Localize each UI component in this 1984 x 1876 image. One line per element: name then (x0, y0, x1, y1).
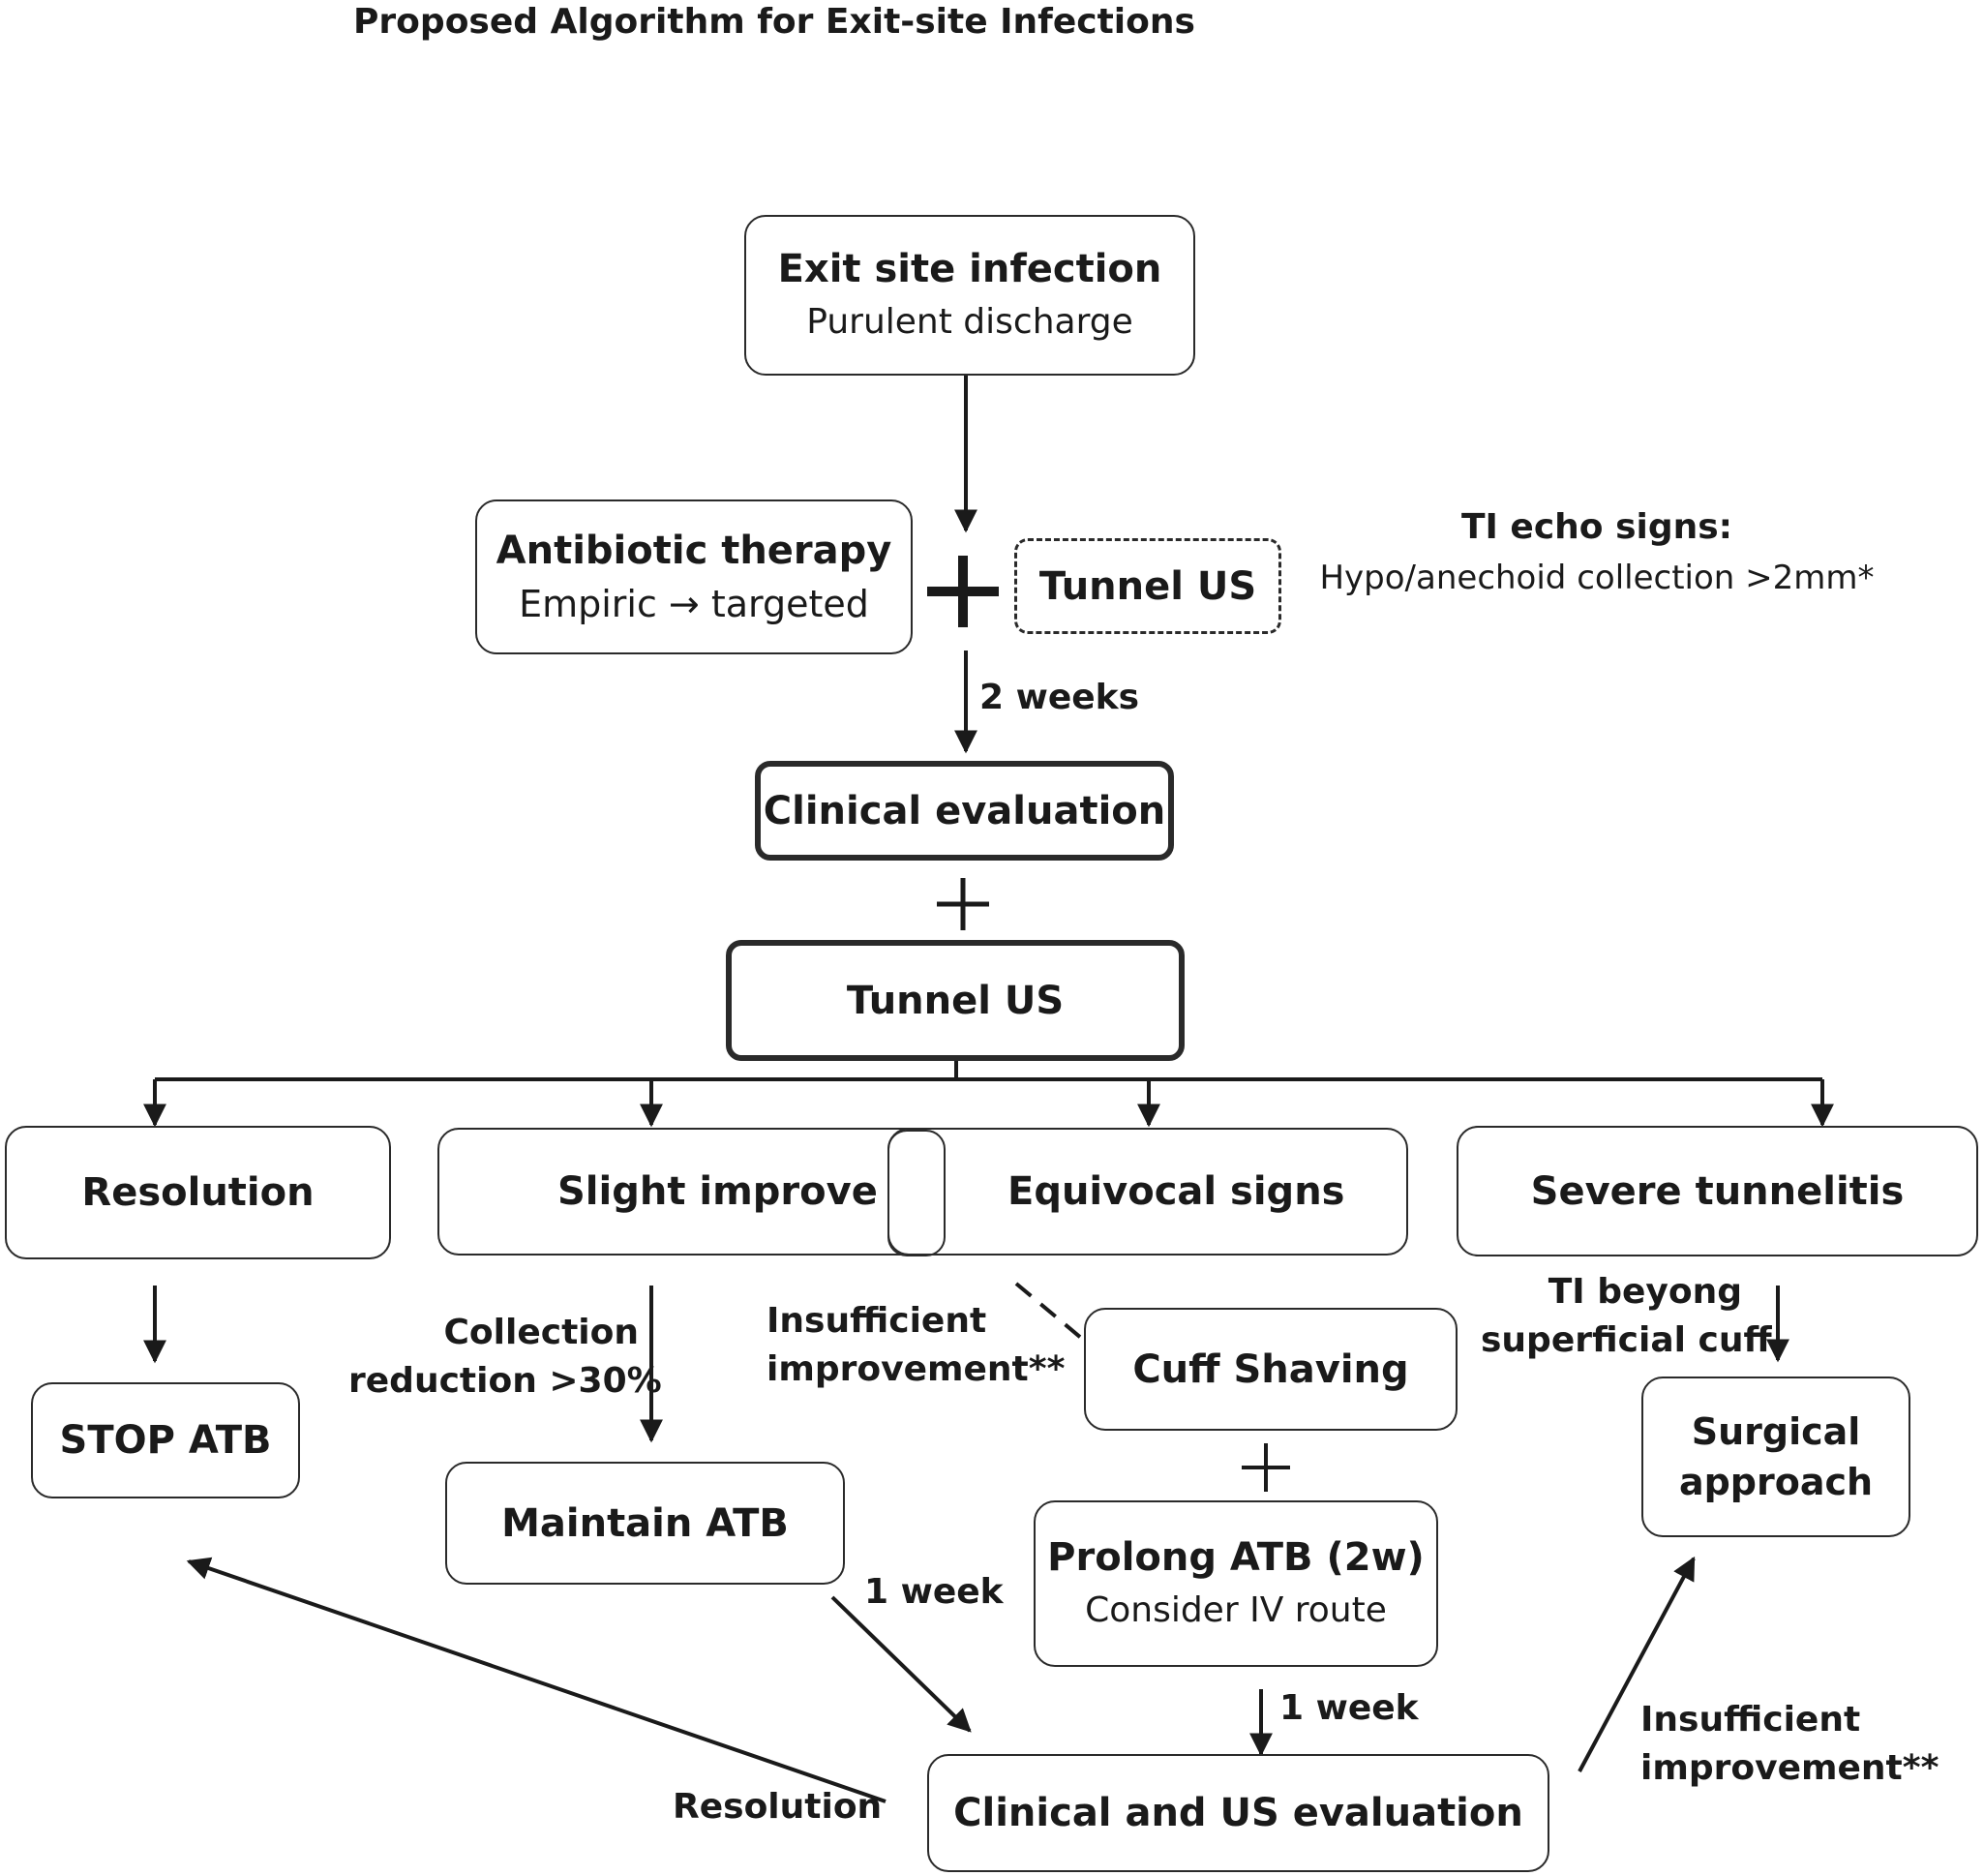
arrow-clinical-us-to-surgical (1578, 1556, 1696, 1772)
edge-label-insufficient-improvement: Insufficient improvement** (767, 1297, 1065, 1394)
node-antibiotic-therapy: Antibiotic therapy Empiric → targeted (475, 499, 913, 654)
node-title: STOP ATB (59, 1418, 272, 1463)
edge-label-ti-beyond-cuff: TI beyong superficial cuff (1481, 1268, 1772, 1365)
node-clinical-us-evaluation: Clinical and US evaluation (927, 1754, 1549, 1872)
node-prolong-atb: Prolong ATB (2w) Consider IV route (1034, 1500, 1438, 1667)
note-title: TI echo signs: (1460, 507, 1733, 547)
node-title: Prolong ATB (2w) (1047, 1535, 1425, 1580)
arrow-clinical-us-to-stop (186, 1557, 887, 1803)
node-title: Clinical evaluation (763, 788, 1166, 833)
node-title: Cuff Shaving (1132, 1346, 1409, 1392)
arrow-maintain-to-clinical-us (830, 1595, 972, 1733)
node-title: Clinical and US evaluation (953, 1791, 1523, 1835)
node-cuff-shaving: Cuff Shaving (1084, 1308, 1458, 1431)
node-title: Maintain ATB (501, 1500, 789, 1546)
node-maintain-atb: Maintain ATB (445, 1462, 845, 1585)
edge-label-1-week-prolong: 1 week (1279, 1688, 1419, 1728)
node-title: Antibiotic therapy (496, 529, 892, 573)
node-tunnel-us: Tunnel US (726, 940, 1185, 1061)
node-title: Equivocal signs (1007, 1169, 1345, 1214)
node-slight-improve: Slight improve (437, 1128, 946, 1256)
edge-label-collection: Collection reduction >30% (348, 1309, 662, 1406)
node-title: Resolution (81, 1170, 315, 1215)
node-severe-tunnelitis: Severe tunnelitis (1457, 1126, 1978, 1256)
label-line: Collection (443, 1313, 640, 1352)
edge-label-insufficient-improvement-2: Insufficient improvement** (1640, 1696, 1939, 1793)
node-subtitle: Consider IV route (1085, 1590, 1387, 1630)
label-line: improvement** (767, 1349, 1066, 1389)
ti-echo-signs-note: TI echo signs: Hypo/anechoid collection … (1297, 499, 1897, 600)
node-subtitle: Purulent discharge (806, 302, 1133, 342)
node-equivocal-signs: Equivocal signs (887, 1128, 1408, 1256)
node-tunnel-us-optional: Tunnel US (1014, 538, 1281, 634)
label-line: Insufficient (1640, 1700, 1861, 1740)
node-title-line2: approach (1678, 1461, 1874, 1503)
node-title-line1: Surgical (1691, 1410, 1861, 1453)
node-surgical-approach: Surgical approach (1641, 1377, 1910, 1537)
arrow-equivocal-to-cuff (1014, 1282, 1125, 1375)
note-text: Hypo/anechoid collection >2mm* (1319, 559, 1875, 597)
node-exit-site-infection: Exit site infection Purulent discharge (744, 215, 1195, 376)
diagram-title: Proposed Algorithm for Exit-site Infecti… (353, 2, 1195, 42)
edge-label-resolution: Resolution (673, 1787, 883, 1827)
node-resolution: Resolution (5, 1126, 391, 1259)
node-subtitle: Empiric → targeted (519, 583, 869, 625)
node-title: Tunnel US (846, 978, 1065, 1023)
label-line: reduction >30% (348, 1361, 662, 1401)
label-line: TI beyong (1548, 1272, 1742, 1312)
label-line: improvement** (1640, 1748, 1939, 1788)
overlap-connector (887, 1130, 946, 1256)
edge-label-2-weeks: 2 weeks (979, 678, 1140, 717)
node-title: Tunnel US (1038, 563, 1257, 609)
label-line: superficial cuff (1481, 1320, 1772, 1360)
label-line: Insufficient (767, 1301, 987, 1341)
node-title: Severe tunnelitis (1530, 1168, 1905, 1214)
edge-label-1-week-maintain: 1 week (864, 1572, 1004, 1612)
node-title: Slight improve (557, 1169, 878, 1214)
node-title: Exit site infection (777, 247, 1162, 291)
node-clinical-evaluation: Clinical evaluation (755, 761, 1174, 861)
node-stop-atb: STOP ATB (31, 1382, 300, 1498)
